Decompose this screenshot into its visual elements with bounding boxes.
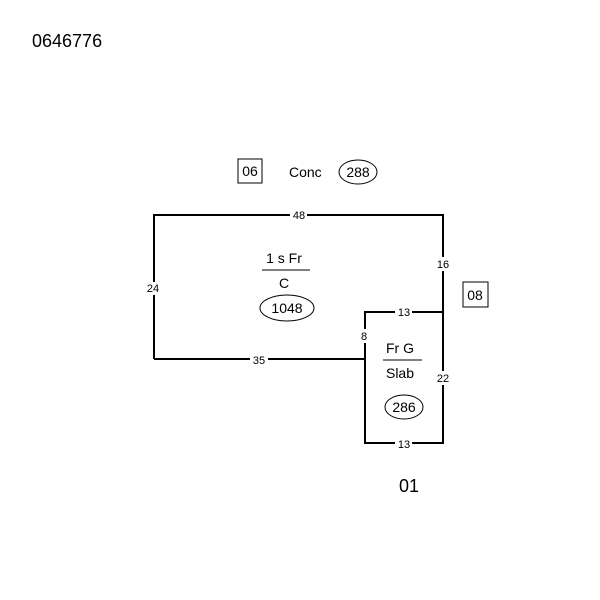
component-label: Conc [289,164,322,180]
dim-garage-right: 22 [437,373,449,385]
area-name-bottom: Slab [386,365,414,381]
component-code: 06 [242,163,258,179]
dim-bottom-main: 35 [253,355,265,367]
area-size-ellipse [384,394,424,420]
component-area-ellipse [338,159,378,185]
component-code-box [462,281,489,308]
sketch-id: 0646776 [32,31,102,51]
dim-top: 48 [293,210,305,222]
area-size: 286 [392,399,416,415]
dim-garage-left: 8 [361,331,367,343]
dim-left: 24 [147,283,159,295]
area-name-top: 1 s Fr [266,250,302,266]
dim-garage-bottom: 13 [398,439,410,451]
area-size: 1048 [271,300,302,316]
dim-garage-top: 13 [398,307,410,319]
area-name-top: Fr G [386,340,414,356]
component-code-box [237,158,263,184]
area-size-ellipse [259,294,315,322]
page-label: 01 [399,476,419,496]
dim-right-upper: 16 [437,259,449,271]
area-name-bottom: C [279,275,289,291]
component-area: 288 [346,164,370,180]
component-code: 08 [467,287,483,303]
wall-outline [153,214,444,444]
